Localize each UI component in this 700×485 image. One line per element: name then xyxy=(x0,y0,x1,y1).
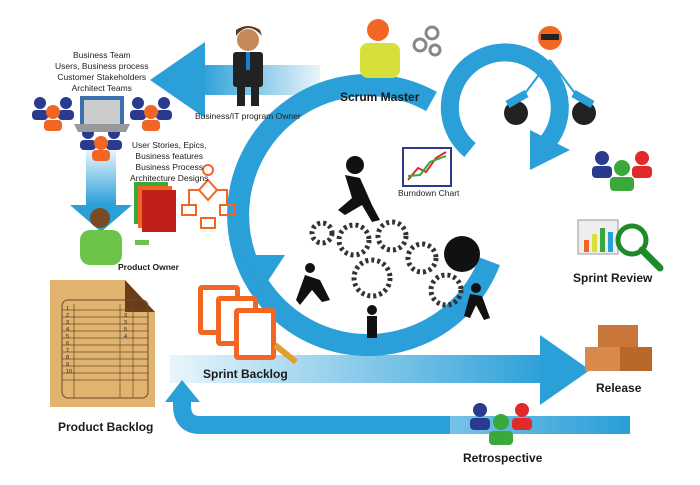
backlog-priority: 4 xyxy=(124,334,128,340)
backlog-row-number: 8 xyxy=(66,355,70,361)
backlog-row-number: 4 xyxy=(66,327,70,333)
backlog-row-number: 6 xyxy=(66,341,70,347)
gears-and-team-icon xyxy=(296,156,490,338)
artifact-line: User Stories, Epics, xyxy=(131,140,207,150)
backlog-row-number: 2 xyxy=(66,313,70,319)
backlog-row-number: 10 xyxy=(66,369,73,375)
business-team-label: Business Team Users, Business process Cu… xyxy=(55,50,149,94)
backlog-priority: 3 xyxy=(124,313,128,319)
business-team-line: Business Team xyxy=(73,50,131,60)
backlog-priority: 5 xyxy=(124,327,128,333)
scrum-master-figure xyxy=(360,19,442,78)
product-owner-figure xyxy=(80,208,149,265)
retrospective-people-icon xyxy=(470,403,532,445)
flowchart-icon xyxy=(181,164,235,229)
backlog-row-number: 9 xyxy=(66,362,70,368)
retrospective-label: Retrospective xyxy=(463,451,543,465)
product-backlog-label: Product Backlog xyxy=(58,420,154,434)
business-team-line: Users, Business process xyxy=(55,61,149,71)
backlog-priorities: 3 3 5 4 xyxy=(124,313,127,341)
business-team-line: Architect Teams xyxy=(71,83,132,93)
backlog-row-number: 3 xyxy=(66,320,70,326)
sprint-backlog-documents xyxy=(198,285,298,365)
business-team-line: Customer Stakeholders xyxy=(57,72,147,82)
backlog-priority: 3 xyxy=(124,320,128,326)
product-owner-label: Product Owner xyxy=(118,262,179,272)
release-boxes-icon xyxy=(585,325,652,371)
backlog-row-number: 1 xyxy=(66,306,70,312)
business-owner-figure xyxy=(233,26,263,106)
backlog-rows: 1 2 3 4 5 6 7 8 9 10 xyxy=(66,306,72,376)
sprint-backlog-label: Sprint Backlog xyxy=(203,367,288,381)
development-team-icon xyxy=(504,26,596,125)
business-team-people-icon xyxy=(32,97,172,161)
backlog-row-number: 7 xyxy=(66,348,70,354)
burndown-chart-label: Burndown Chart xyxy=(398,188,460,198)
backlog-row-number: 5 xyxy=(66,334,70,340)
scrum-master-label: Scrum Master xyxy=(340,90,420,104)
release-label: Release xyxy=(596,381,642,395)
release-arrow xyxy=(170,335,590,405)
product-backlog-document xyxy=(50,280,155,407)
program-owner-label: Business/IT program Owner xyxy=(195,111,301,121)
artifact-line: Business features xyxy=(135,151,203,161)
artifact-line: Business Process xyxy=(135,162,203,172)
sprint-cycle-arrow xyxy=(227,43,570,357)
stakeholders-icon xyxy=(592,151,652,191)
artifact-line: Architecture Designs xyxy=(130,173,209,183)
burndown-chart-icon xyxy=(402,147,452,187)
retrospective-arrow xyxy=(165,380,630,434)
artifacts-label: User Stories, Epics, Business features B… xyxy=(130,140,208,184)
sprint-review-label: Sprint Review xyxy=(573,271,653,285)
laptop-icon xyxy=(74,96,130,132)
sprint-review-chart-icon xyxy=(577,219,664,272)
documents-icon xyxy=(134,182,176,232)
